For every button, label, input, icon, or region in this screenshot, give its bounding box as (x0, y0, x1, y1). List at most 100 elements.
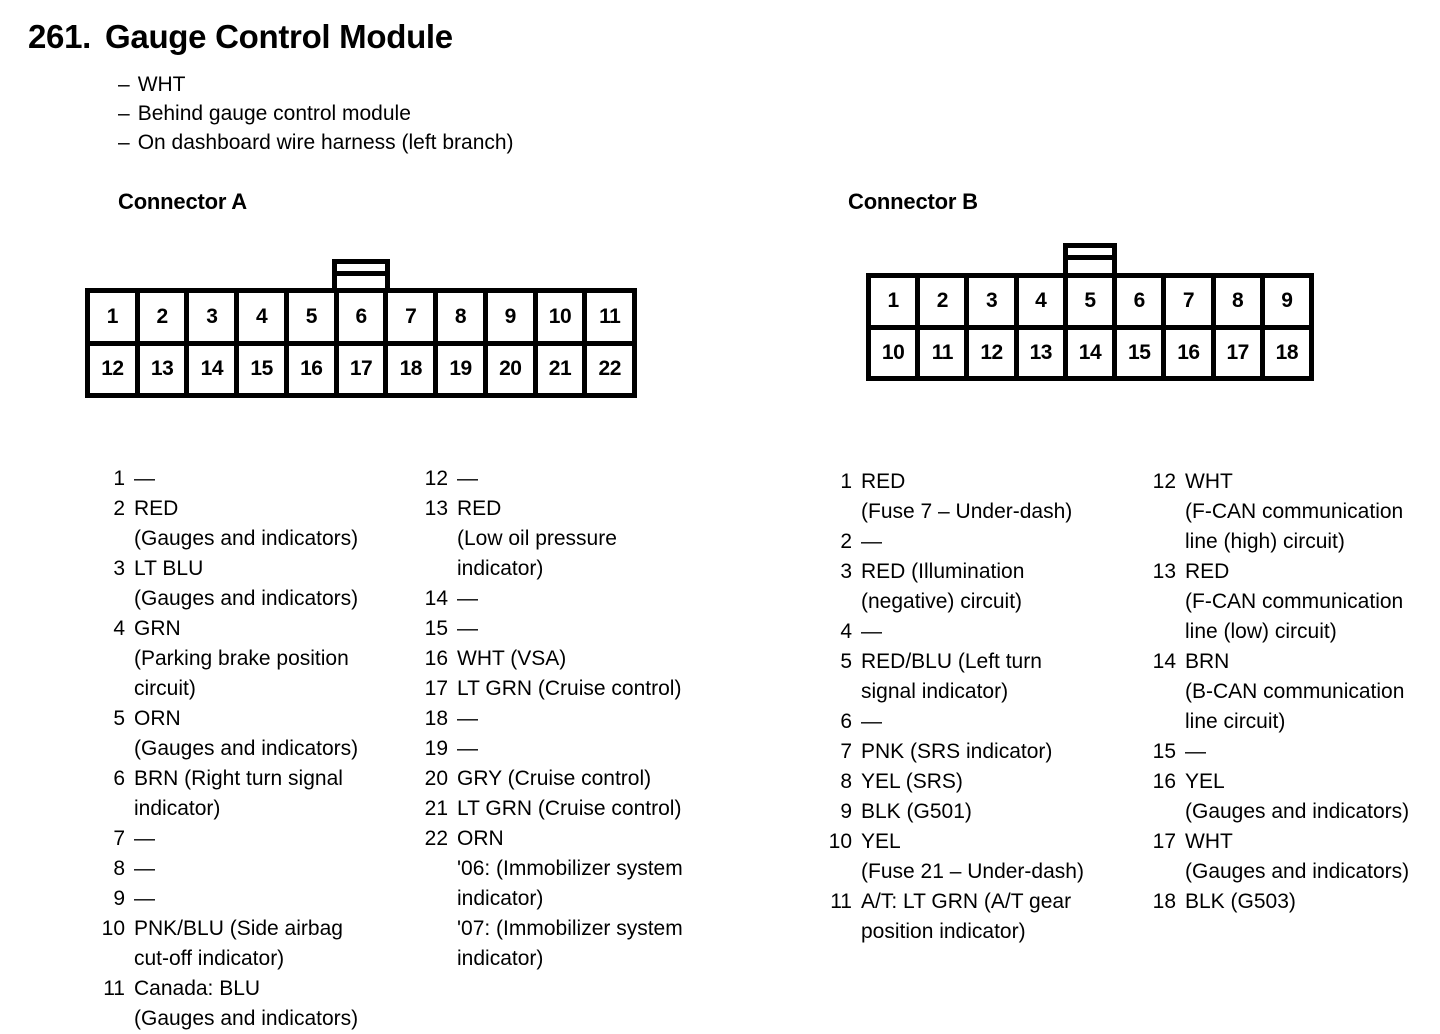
pin-cell-9: 9 (1264, 278, 1309, 325)
pin-cell-9: 9 (487, 293, 533, 341)
pin-entry-description: BLK (G501) (861, 800, 972, 823)
subtitle-text: WHT (137, 73, 186, 96)
pin-entry-description: — (457, 737, 478, 760)
pin-entry-description: RED/BLU (Left turn signal indicator) (861, 650, 1042, 703)
pin-cell-7: 7 (388, 293, 434, 341)
pin-cell-11: 11 (587, 293, 633, 341)
pin-cell-21: 21 (537, 345, 583, 393)
pin-cell-4: 4 (239, 293, 284, 341)
pin-entry-number: 5 (113, 707, 125, 730)
pin-entry: 12 WHT (F-CAN communication line (high) c… (1146, 467, 1440, 557)
pin-entry-description: RED (Fuse 7 – Under-dash) (861, 470, 1073, 523)
pin-entry-number: 3 (840, 560, 852, 583)
page-title: 261.Gauge Control Module (28, 18, 453, 56)
subtitle-text: Behind gauge control module (137, 102, 411, 125)
pin-entry-description: — (134, 887, 155, 910)
pin-entry-description: PNK/BLU (Side airbag cut-off indicator) (134, 917, 343, 970)
pin-entry-number: 21 (424, 797, 448, 820)
pin-cell-7: 7 (1166, 278, 1211, 325)
pin-entry-description: — (134, 467, 155, 490)
pin-entry-description: GRN (Parking brake position circuit) (134, 617, 349, 700)
pin-entry-number: 1 (840, 470, 852, 493)
pin-cell-16: 16 (288, 345, 334, 393)
pin-entry-number: 18 (424, 707, 448, 730)
pin-entry-number: 22 (424, 827, 448, 850)
pin-cell-13: 13 (139, 345, 185, 393)
pin-entry-number: 4 (840, 620, 852, 643)
pin-entry: 15— (418, 614, 718, 644)
pin-cell-18: 18 (1264, 329, 1309, 376)
pin-entry-number: 3 (113, 557, 125, 580)
pin-entry-description: — (134, 857, 155, 880)
pin-entry: 3 LT BLU (Gauges and indicators) (95, 554, 395, 614)
pin-entry-number: 10 (101, 917, 125, 940)
pin-entry-description: RED (Low oil pressure indicator) (457, 497, 617, 580)
pin-entry: 3 RED (Illumination (negative) circuit) (822, 557, 1122, 617)
pin-entry-description: Canada: BLU (Gauges and indicators) (134, 977, 359, 1030)
pin-entry-description: ORN (Gauges and indicators) (134, 707, 359, 760)
pin-entry-number: 14 (1152, 650, 1176, 673)
pin-entry-number: 5 (840, 650, 852, 673)
pin-entry-description: BLK (G503) (1185, 890, 1296, 913)
pin-entry-number: 1 (113, 467, 125, 490)
pin-entry-description: ORN '06: (Immobilizer system indicator) … (457, 827, 683, 970)
pin-cell-3: 3 (189, 293, 235, 341)
pin-entry: 5 RED/BLU (Left turn signal indicator) (822, 647, 1122, 707)
pin-entry-description: — (457, 707, 478, 730)
pin-cell-14: 14 (1067, 329, 1113, 376)
pin-cell-10: 10 (537, 293, 583, 341)
pin-entry-description: — (861, 710, 882, 733)
pin-entry: 1— (95, 464, 395, 494)
pin-cell-20: 20 (487, 345, 533, 393)
pin-cell-17: 17 (338, 345, 384, 393)
pin-cell-15: 15 (239, 345, 284, 393)
pin-entry-description: A/T: LT GRN (A/T gear position indicator… (861, 890, 1072, 943)
pin-cell-14: 14 (189, 345, 235, 393)
pin-entry: 19— (418, 734, 718, 764)
pin-entry-number: 12 (1152, 470, 1176, 493)
pin-entry: 4— (822, 617, 1122, 647)
pin-cell-16: 16 (1166, 329, 1211, 376)
bullet-dash: – (118, 131, 130, 154)
subtitle-bullet-list: –WHT–Behind gauge control module–On dash… (118, 70, 514, 157)
pin-entry-description: RED (Illumination (negative) circuit) (861, 560, 1025, 613)
pin-cell-8: 8 (438, 293, 483, 341)
pin-cell-22: 22 (587, 345, 633, 393)
pin-entry-description: — (457, 617, 478, 640)
pin-entry-description: — (457, 467, 478, 490)
pin-entry-description: YEL (Gauges and indicators) (1185, 770, 1410, 823)
page-title-number: 261. (28, 18, 92, 55)
pin-entry-description: WHT (VSA) (457, 647, 567, 670)
pin-entry: 9— (95, 884, 395, 914)
pin-cell-1: 1 (871, 278, 916, 325)
pin-cell-12: 12 (969, 329, 1014, 376)
pin-entry: 8— (95, 854, 395, 884)
pin-entry-number: 7 (840, 740, 852, 763)
subtitle-text: On dashboard wire harness (left branch) (137, 131, 514, 154)
pin-entry-description: — (861, 530, 882, 553)
pin-cell-5: 5 (288, 293, 334, 341)
pin-entry-description: WHT (F-CAN communication line (high) cir… (1185, 470, 1404, 553)
pin-entry-number: 2 (113, 497, 125, 520)
subtitle-line: –WHT (118, 70, 514, 99)
pin-entry: 15— (1146, 737, 1440, 767)
pin-entry-number: 17 (1152, 830, 1176, 853)
pin-entry-number: 9 (113, 887, 125, 910)
pin-entry-description: GRY (Cruise control) (457, 767, 652, 790)
pin-entry-description: BRN (B-CAN communication line circuit) (1185, 650, 1405, 733)
pin-cell-17: 17 (1215, 329, 1260, 376)
pin-entry: 6— (822, 707, 1122, 737)
pin-cell-13: 13 (1018, 329, 1063, 376)
pin-entry-description: LT BLU (Gauges and indicators) (134, 557, 359, 610)
